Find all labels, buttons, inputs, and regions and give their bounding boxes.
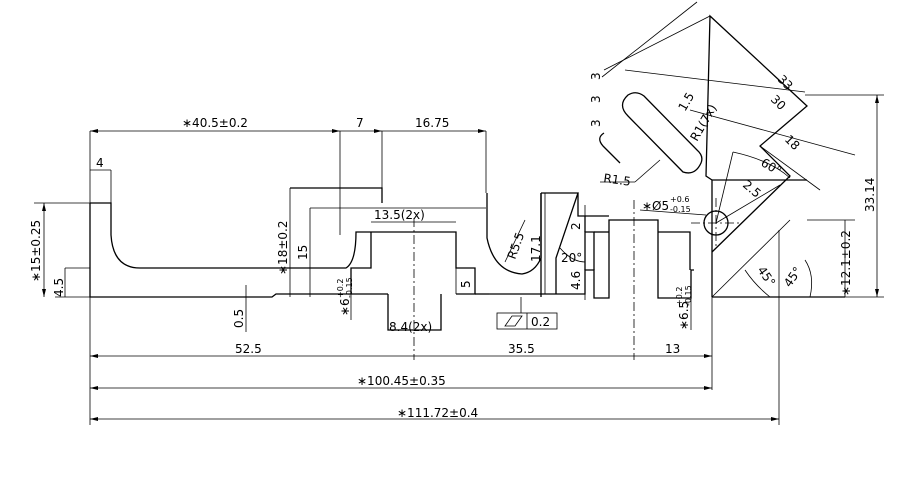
- dim-52-5: 52.5: [235, 342, 262, 356]
- flatness-symbol: [504, 315, 523, 327]
- hole-diameter-upper-tol: +0.6: [670, 195, 689, 204]
- dim-13-5: 13.5(2x): [374, 208, 425, 222]
- dim-18: ∗18±0.2: [276, 221, 290, 275]
- radius-5-5: R5.5: [505, 230, 528, 261]
- dim-0-5: 0.5: [232, 309, 246, 328]
- dim-5: 5: [459, 280, 473, 288]
- angle-45-b: 45°: [781, 264, 805, 289]
- dimension-lines: [34, 1, 884, 425]
- arrowheads: [42, 95, 879, 421]
- dim-6-lower-tol: -0.15: [345, 277, 354, 298]
- dim-15: 15: [296, 245, 310, 260]
- dim-35-5: 35.5: [508, 342, 535, 356]
- dim-3-c: 3: [589, 119, 603, 127]
- hole-diameter-lower-tol: -0.15: [670, 205, 691, 214]
- dim-6-5-upper-tol: +0.2: [675, 287, 684, 306]
- dim-13: 13: [665, 342, 680, 356]
- flatness-value: 0.2: [531, 315, 550, 329]
- dim-6-5: ∗6.5: [677, 301, 691, 330]
- dim-33-14: 33.14: [863, 178, 877, 212]
- dim-15-tol: ∗15±0.25: [29, 220, 43, 282]
- dim-2: 2: [569, 222, 583, 230]
- dim-6: ∗6: [338, 298, 352, 316]
- angle-60: 60°: [759, 155, 784, 178]
- dim-100-45: ∗100.45±0.35: [357, 374, 446, 388]
- dim-4-6: 4.6: [569, 271, 583, 290]
- dimension-texts: ∗40.5±0.2 7 16.75 4 ∗15±0.25 4.5 0.5 ∗18…: [29, 72, 877, 420]
- radius-1-7x: R1(7x): [687, 102, 719, 144]
- dim-7: 7: [356, 116, 364, 130]
- dim-30: 30: [768, 92, 789, 113]
- dim-33: 33: [775, 72, 796, 93]
- dim-17-1: 17.1: [529, 235, 543, 262]
- dim-4: 4: [96, 156, 104, 170]
- hole-diameter: ∗Ø5: [642, 199, 669, 213]
- dim-6-5-lower-tol: -0.15: [684, 285, 693, 306]
- angle-20: 20°: [561, 251, 582, 265]
- radius-1-5: R1.5: [603, 171, 632, 189]
- dim-16-75: 16.75: [415, 116, 449, 130]
- dim-6-upper-tol: +0.2: [336, 279, 345, 298]
- dim-3-b: 3: [589, 95, 603, 103]
- angle-45-a: 45°: [755, 264, 779, 289]
- dim-18-diag: 18: [782, 132, 803, 153]
- dim-8-4: 8.4(2x): [389, 320, 432, 334]
- dim-111-72: ∗111.72±0.4: [397, 406, 478, 420]
- dim-12-1: ∗12.1±0.2: [839, 230, 853, 296]
- dim-40-5: ∗40.5±0.2: [182, 116, 248, 130]
- dim-1-5: 1.5: [675, 90, 697, 114]
- dim-4-5: 4.5: [52, 278, 66, 297]
- dim-3-a: 3: [589, 72, 603, 80]
